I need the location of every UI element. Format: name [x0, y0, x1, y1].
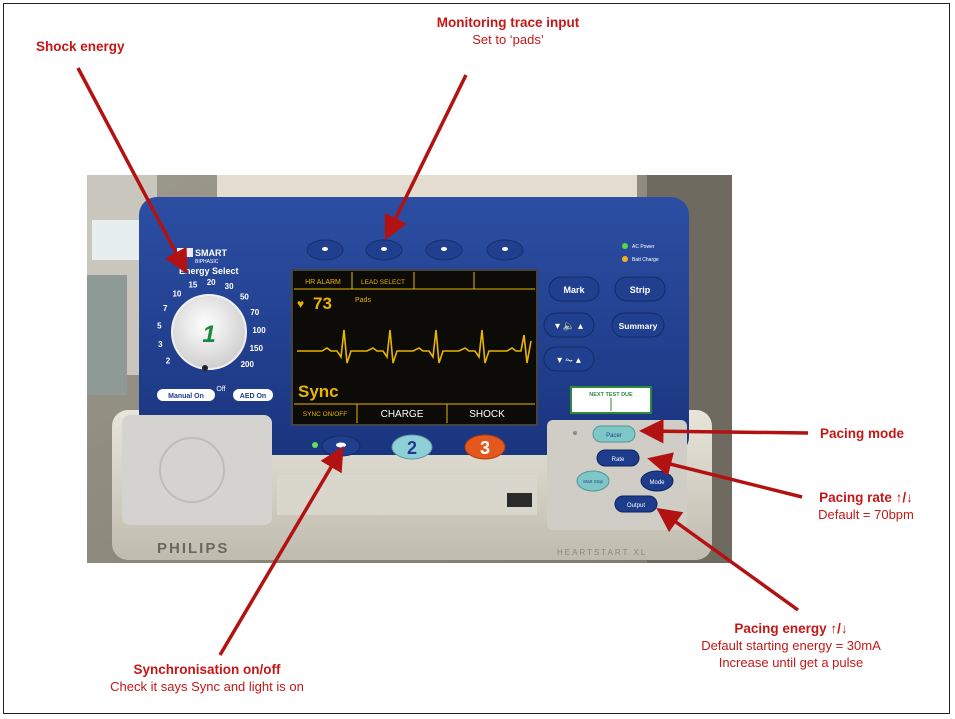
- label-shock-energy: Shock energy: [36, 38, 125, 55]
- dial-value-150: 150: [250, 344, 264, 353]
- volume-icon: ▾ 🔈 ▴: [555, 321, 583, 332]
- pacer-button-label: Pacer: [606, 433, 622, 439]
- shock-button[interactable]: [464, 434, 506, 460]
- label-sync-subtitle: Check it says Sync and light is on: [110, 679, 304, 694]
- rate-button-label: Rate: [612, 457, 625, 463]
- label-shock-energy-title: Shock energy: [36, 39, 125, 54]
- dial-value-10: 10: [172, 290, 181, 299]
- label-monitoring-title: Monitoring trace input: [436, 15, 580, 30]
- mark-button[interactable]: [548, 276, 600, 302]
- heart-rate-value: 73: [313, 294, 332, 313]
- label-pacing-rate: Pacing rate ↑/↓ Default = 70bpm: [796, 489, 936, 523]
- label-monitoring: Monitoring trace input Set to ‘pads’: [418, 14, 598, 48]
- softkey-label-lead-select: LEAD SELECT: [361, 279, 405, 286]
- dial-value-2: 2: [166, 357, 171, 366]
- output-button-label: Output: [627, 503, 645, 509]
- label-sync: Synchronisation on/off Check it says Syn…: [82, 661, 332, 695]
- lead-value: Pads: [355, 297, 371, 304]
- start-stop-button[interactable]: [576, 470, 610, 492]
- brand-text: PHILIPS: [157, 540, 229, 557]
- label-pacing-rate-subtitle: Default = 70bpm: [818, 507, 914, 522]
- label-pacing-energy: Pacing energy ↑/↓ Default starting energ…: [672, 620, 910, 671]
- label-pacing-energy-line1: Default starting energy = 30mA: [701, 638, 881, 653]
- dial-value-20: 20: [207, 278, 216, 287]
- label-pacing-mode: Pacing mode: [820, 425, 904, 442]
- dial-value-7: 7: [163, 304, 168, 313]
- ecg-size-icon: ▾ ⏦ ▴: [557, 355, 581, 366]
- defibrillator-photo: PHILIPS HEARTSTART XL SMART BIPHASIC Ene…: [87, 175, 732, 563]
- mode-button-label: Mode: [649, 480, 665, 486]
- arrow-shock-energy: [76, 67, 188, 275]
- arrow-monitoring: [384, 74, 468, 241]
- label-pacing-rate-title: Pacing rate ↑/↓: [819, 490, 913, 505]
- charge-button-label: 2: [407, 438, 417, 458]
- arrow-pacing-rate: [647, 452, 803, 499]
- arrow-sync: [218, 445, 344, 656]
- model-text: HEARTSTART XL: [557, 548, 647, 557]
- mark-button-label: Mark: [563, 285, 585, 295]
- softkey-label-charge: CHARGE: [381, 409, 424, 420]
- batt-charge-led: [622, 256, 628, 262]
- dial-value-200: 200: [241, 360, 255, 369]
- pad-tray: [122, 415, 272, 525]
- label-monitoring-subtitle: Set to ‘pads’: [472, 32, 544, 47]
- logo-text: SMART: [195, 248, 227, 258]
- softkey-label-hr-alarm: HR ALARM: [305, 279, 341, 286]
- pacer-button[interactable]: [592, 425, 636, 443]
- dial-off-label: Off: [216, 386, 225, 393]
- dial-value-3: 3: [158, 340, 163, 349]
- label-pacing-mode-title: Pacing mode: [820, 426, 905, 441]
- dial-value-70: 70: [250, 308, 259, 317]
- heart-icon: ♥: [297, 297, 304, 311]
- dial-value-30: 30: [225, 282, 234, 291]
- ac-power-led: [622, 243, 628, 249]
- mode-value: Sync: [298, 382, 339, 401]
- batt-charge-label: Batt Charge: [632, 257, 659, 263]
- label-pacing-energy-title: Pacing energy ↑/↓: [734, 621, 848, 636]
- strip-button[interactable]: [614, 276, 666, 302]
- dial-value-5: 5: [157, 322, 162, 331]
- manual-on-position: [157, 389, 215, 401]
- output-button[interactable]: [614, 495, 658, 513]
- label-pacing-energy-line2: Increase until get a pulse: [718, 655, 864, 670]
- dial-value-100: 100: [252, 326, 266, 335]
- start-stop-button-label: Start Stop: [583, 479, 604, 484]
- logo-subtext: BIPHASIC: [195, 259, 219, 265]
- energy-select-dial[interactable]: [171, 294, 247, 370]
- summary-button-label: Summary: [619, 321, 658, 331]
- strip-button-label: Strip: [630, 285, 651, 295]
- dial-manual-label: Manual On: [168, 393, 204, 400]
- next-test-due-label: NEXT TEST DUE: [589, 392, 633, 398]
- ac-power-label: AC Power: [632, 244, 655, 250]
- rate-button[interactable]: [596, 449, 640, 467]
- dial-aed-label: AED On: [240, 393, 266, 400]
- softkey-label-shock: SHOCK: [469, 409, 505, 420]
- arrow-pacing-energy: [656, 507, 800, 612]
- dial-value-15: 15: [188, 281, 197, 290]
- softkey-label-sync: SYNC ON/OFF: [303, 411, 347, 418]
- ecg-size-button[interactable]: [543, 346, 595, 372]
- summary-button[interactable]: [611, 312, 665, 338]
- aed-on-position: [233, 389, 273, 401]
- ecg-trace: [297, 329, 532, 364]
- volume-button[interactable]: [543, 312, 595, 338]
- softkey-buttons-top: [306, 239, 524, 261]
- dial-value-50: 50: [240, 293, 249, 302]
- energy-select-title: Energy Select: [179, 266, 239, 276]
- arrow-pacing-mode: [639, 418, 809, 444]
- image-frame: [3, 3, 950, 714]
- monitor-screen: [291, 269, 538, 426]
- shock-button-label: 3: [480, 438, 490, 458]
- label-sync-title: Synchronisation on/off: [133, 662, 281, 677]
- dial-number: 1: [202, 321, 215, 348]
- sync-led: [312, 442, 318, 448]
- charge-button[interactable]: [391, 434, 433, 460]
